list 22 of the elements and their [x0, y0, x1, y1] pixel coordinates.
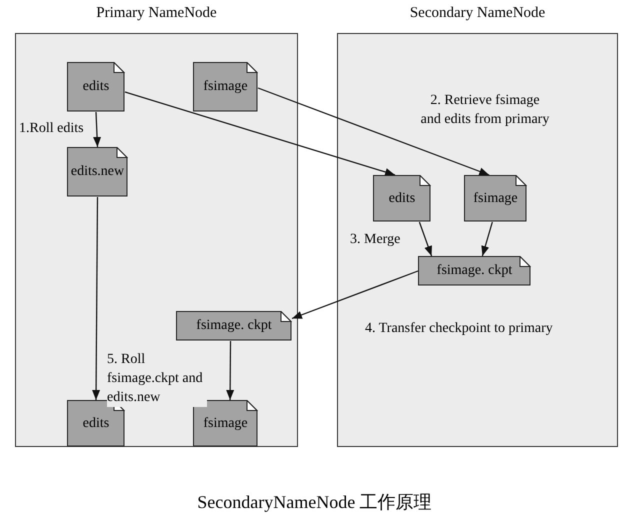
document-shape: edits: [373, 175, 431, 222]
document-shape: fsimage: [193, 62, 258, 112]
arrow: [93, 112, 102, 148]
arrow: [258, 87, 490, 176]
document-shape: edits: [67, 400, 125, 447]
document-shape: fsimage: [193, 400, 258, 447]
document-shape: fsimage: [464, 175, 527, 222]
arrow: [124, 91, 396, 176]
arrow: [226, 341, 234, 400]
panel-heading: Secondary NameNode: [408, 5, 546, 22]
arrow: [292, 270, 418, 320]
caption: SecondaryNameNode 工作原理: [196, 491, 433, 514]
document-shape: fsimage. ckpt: [418, 256, 531, 286]
document-shape: edits.new: [67, 147, 128, 197]
arrow: [481, 222, 493, 256]
arrow: [418, 222, 432, 256]
document-shape: fsimage. ckpt: [176, 311, 292, 341]
document-shape: edits: [67, 62, 125, 112]
step-label: 2. Retrieve fsimage and edits from primary: [420, 91, 550, 129]
arrow: [92, 197, 100, 400]
step-label: 5. Roll fsimage.ckpt and edits.new: [107, 350, 207, 407]
panel-heading: Primary NameNode: [95, 5, 218, 22]
